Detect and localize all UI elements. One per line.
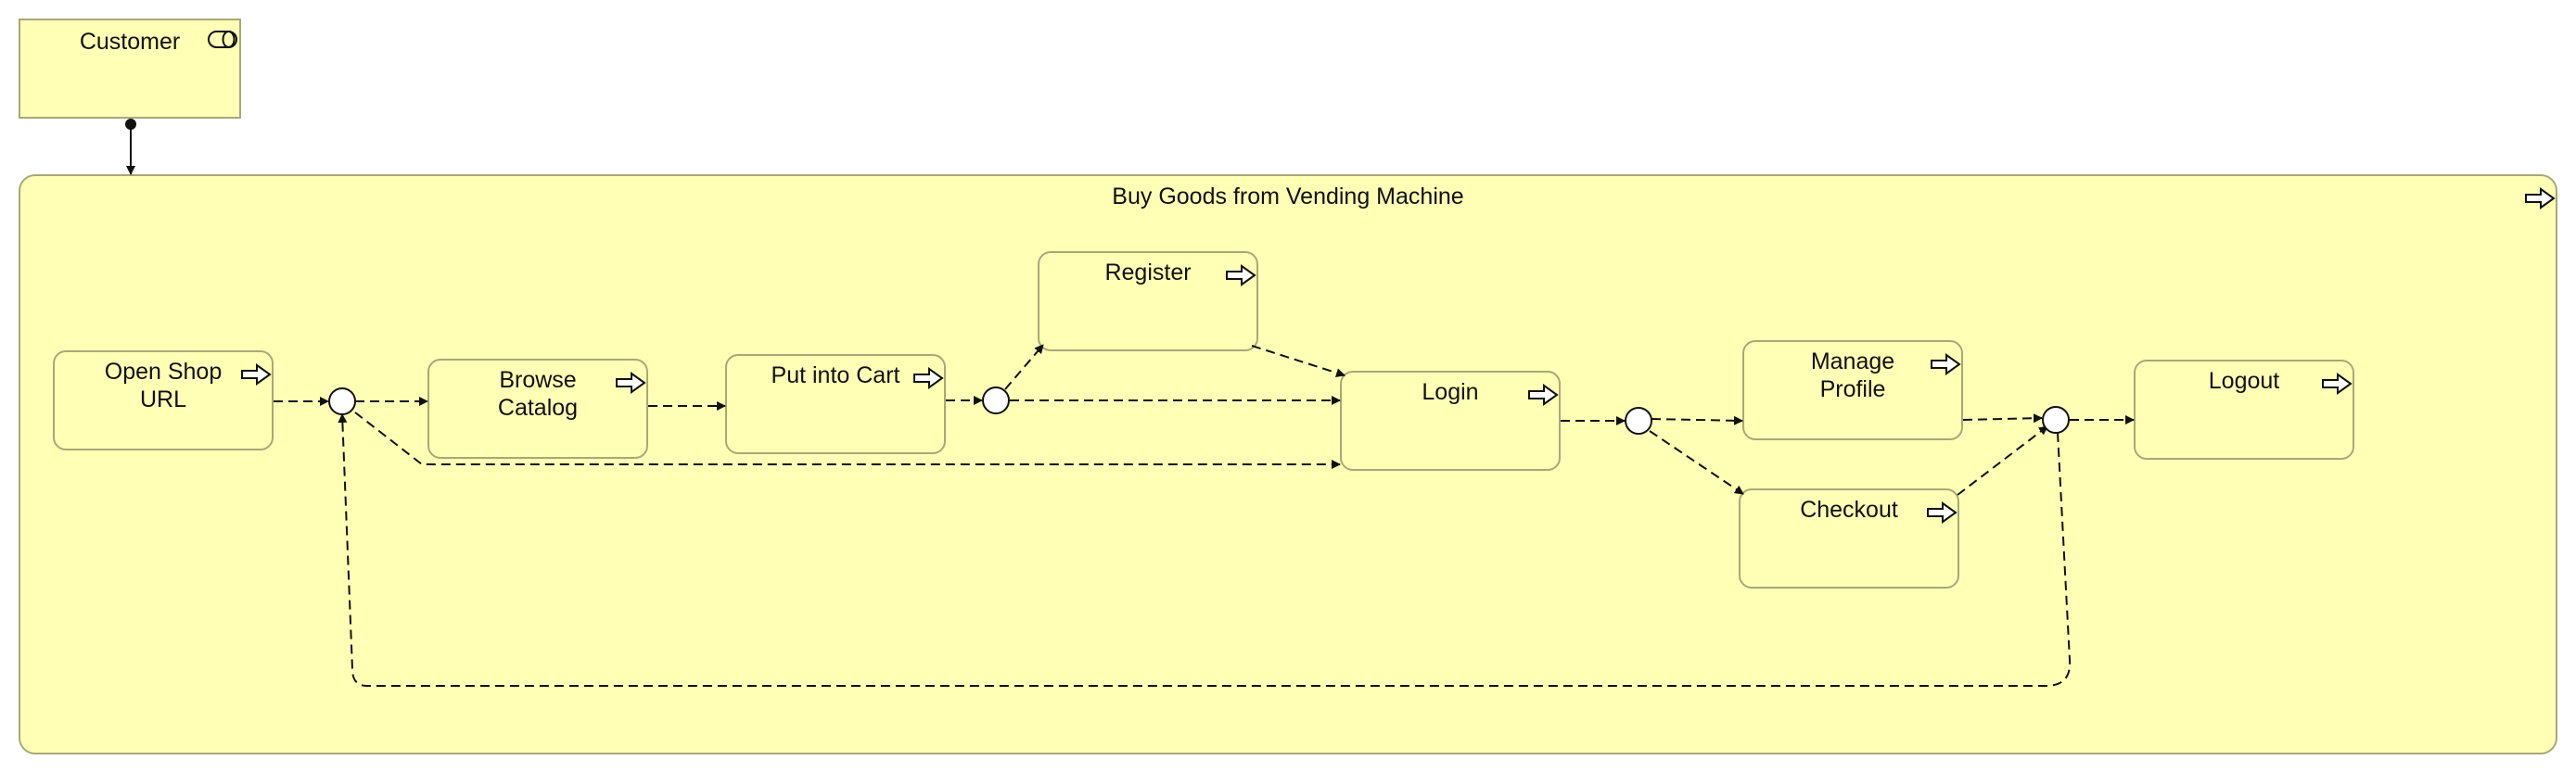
process-register[interactable]: Register — [1038, 251, 1258, 351]
junction[interactable] — [1625, 407, 1652, 435]
process-label: Logout — [2208, 368, 2280, 394]
process-open-shop-url[interactable]: Open Shop URL — [53, 350, 274, 450]
flow-connector[interactable] — [1004, 344, 1044, 390]
process-manage-profile[interactable]: Manage Profile — [1742, 340, 1963, 440]
loop-back-connector[interactable] — [338, 413, 2072, 687]
junction[interactable] — [2042, 406, 2070, 434]
process-label: Manage Profile — [1810, 348, 1895, 402]
process-label: Open Shop URL — [104, 359, 223, 412]
process-browse-catalog[interactable]: Browse Catalog — [427, 359, 648, 459]
process-arrow-icon — [1927, 501, 1958, 524]
process-arrow-icon — [1528, 384, 1559, 406]
customer-label: Customer — [79, 29, 181, 55]
process-arrow-icon — [1226, 264, 1256, 286]
business-role-icon — [208, 31, 237, 48]
assignment-connector[interactable] — [125, 119, 136, 175]
flow-connector[interactable] — [1957, 425, 2048, 496]
process-label: Browse Catalog — [497, 367, 579, 421]
junction[interactable] — [982, 386, 1010, 414]
customer-actor[interactable]: Customer — [19, 19, 241, 119]
process-checkout[interactable]: Checkout — [1739, 488, 1959, 589]
process-put-into-cart[interactable]: Put into Cart — [725, 354, 946, 454]
process-arrow-icon — [2525, 187, 2556, 209]
process-arrow-icon — [241, 363, 272, 386]
container-title: Buy Goods from Vending Machine — [1112, 184, 1464, 209]
flow-connector[interactable] — [1962, 413, 2043, 424]
junction[interactable] — [328, 387, 356, 415]
process-label: Register — [1104, 260, 1192, 285]
process-arrow-icon — [2322, 373, 2353, 395]
process-label: Login — [1422, 379, 1479, 405]
flow-connector[interactable] — [1651, 415, 1743, 425]
process-label: Checkout — [1800, 497, 1898, 523]
process-arrow-icon — [913, 367, 944, 389]
flow-connector[interactable] — [354, 412, 1341, 469]
process-arrow-icon — [1931, 353, 1961, 375]
process-arrow-icon — [616, 372, 646, 394]
flow-connector[interactable] — [1649, 430, 1744, 495]
process-label: Put into Cart — [771, 362, 900, 388]
process-logout[interactable]: Logout — [2134, 360, 2354, 460]
flow-connector[interactable] — [1251, 345, 1345, 378]
process-login[interactable]: Login — [1340, 371, 1561, 471]
